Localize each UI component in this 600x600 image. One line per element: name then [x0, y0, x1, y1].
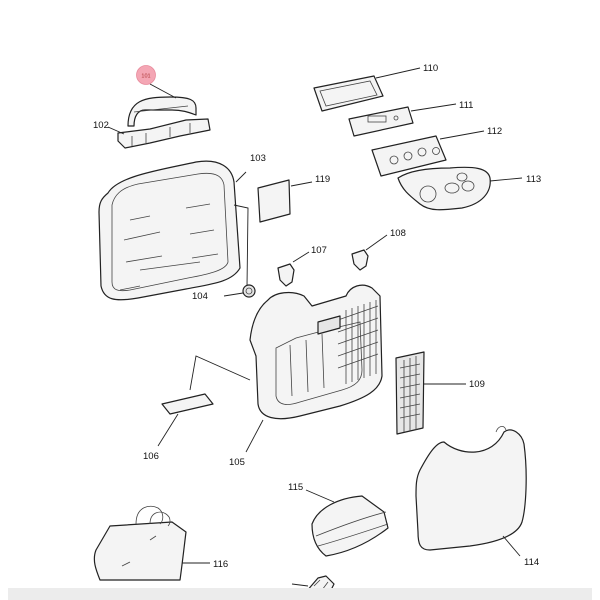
- label-115: 115: [288, 482, 303, 493]
- part-119-label[interactable]: 119: [257, 174, 330, 223]
- part-108-clip[interactable]: 108: [351, 228, 406, 271]
- label-104: 104: [192, 291, 208, 302]
- part-114-cover-bag[interactable]: 114: [415, 426, 539, 568]
- callout-101-marker[interactable]: [136, 65, 156, 85]
- label-109: 109: [469, 379, 485, 390]
- leader-103-104: [233, 204, 249, 288]
- part-111-control-board[interactable]: 111: [348, 100, 473, 137]
- leader-105-106: [189, 355, 251, 391]
- part-103-rear-housing[interactable]: 103: [98, 153, 266, 301]
- label-113: 113: [526, 174, 541, 185]
- label-119: 119: [315, 174, 330, 185]
- label-110: 110: [423, 63, 438, 74]
- part-112-button-panel[interactable]: 112: [371, 126, 502, 177]
- part-110-panel-frame[interactable]: 110: [313, 63, 438, 112]
- callout-101-label: 101: [141, 74, 150, 80]
- label-112: 112: [487, 126, 502, 137]
- part-109-filter[interactable]: 109: [395, 351, 485, 435]
- part-105-front-housing[interactable]: 105: [229, 284, 383, 468]
- label-116: 116: [213, 559, 228, 570]
- label-102: 102: [93, 120, 109, 131]
- bottom-scroll-strip: [8, 588, 592, 600]
- label-111: 111: [459, 100, 473, 111]
- part-101-callout[interactable]: 101: [136, 65, 177, 99]
- part-101-handle[interactable]: [127, 96, 197, 127]
- part-116-carry-bag[interactable]: 116: [93, 505, 228, 581]
- part-115-folded-pad[interactable]: 115: [288, 482, 389, 557]
- part-106-sheet[interactable]: 106: [143, 393, 214, 462]
- label-114: 114: [524, 557, 539, 568]
- part-107-clip[interactable]: 107: [277, 245, 327, 287]
- label-103: 103: [250, 153, 266, 164]
- label-105: 105: [229, 457, 245, 468]
- label-108: 108: [390, 228, 406, 239]
- part-113-front-cover[interactable]: 113: [397, 166, 541, 211]
- label-106: 106: [143, 451, 159, 462]
- part-104-knob[interactable]: 104: [192, 284, 256, 302]
- part-102-handle-base[interactable]: 102: [93, 118, 211, 149]
- label-107: 107: [311, 245, 327, 256]
